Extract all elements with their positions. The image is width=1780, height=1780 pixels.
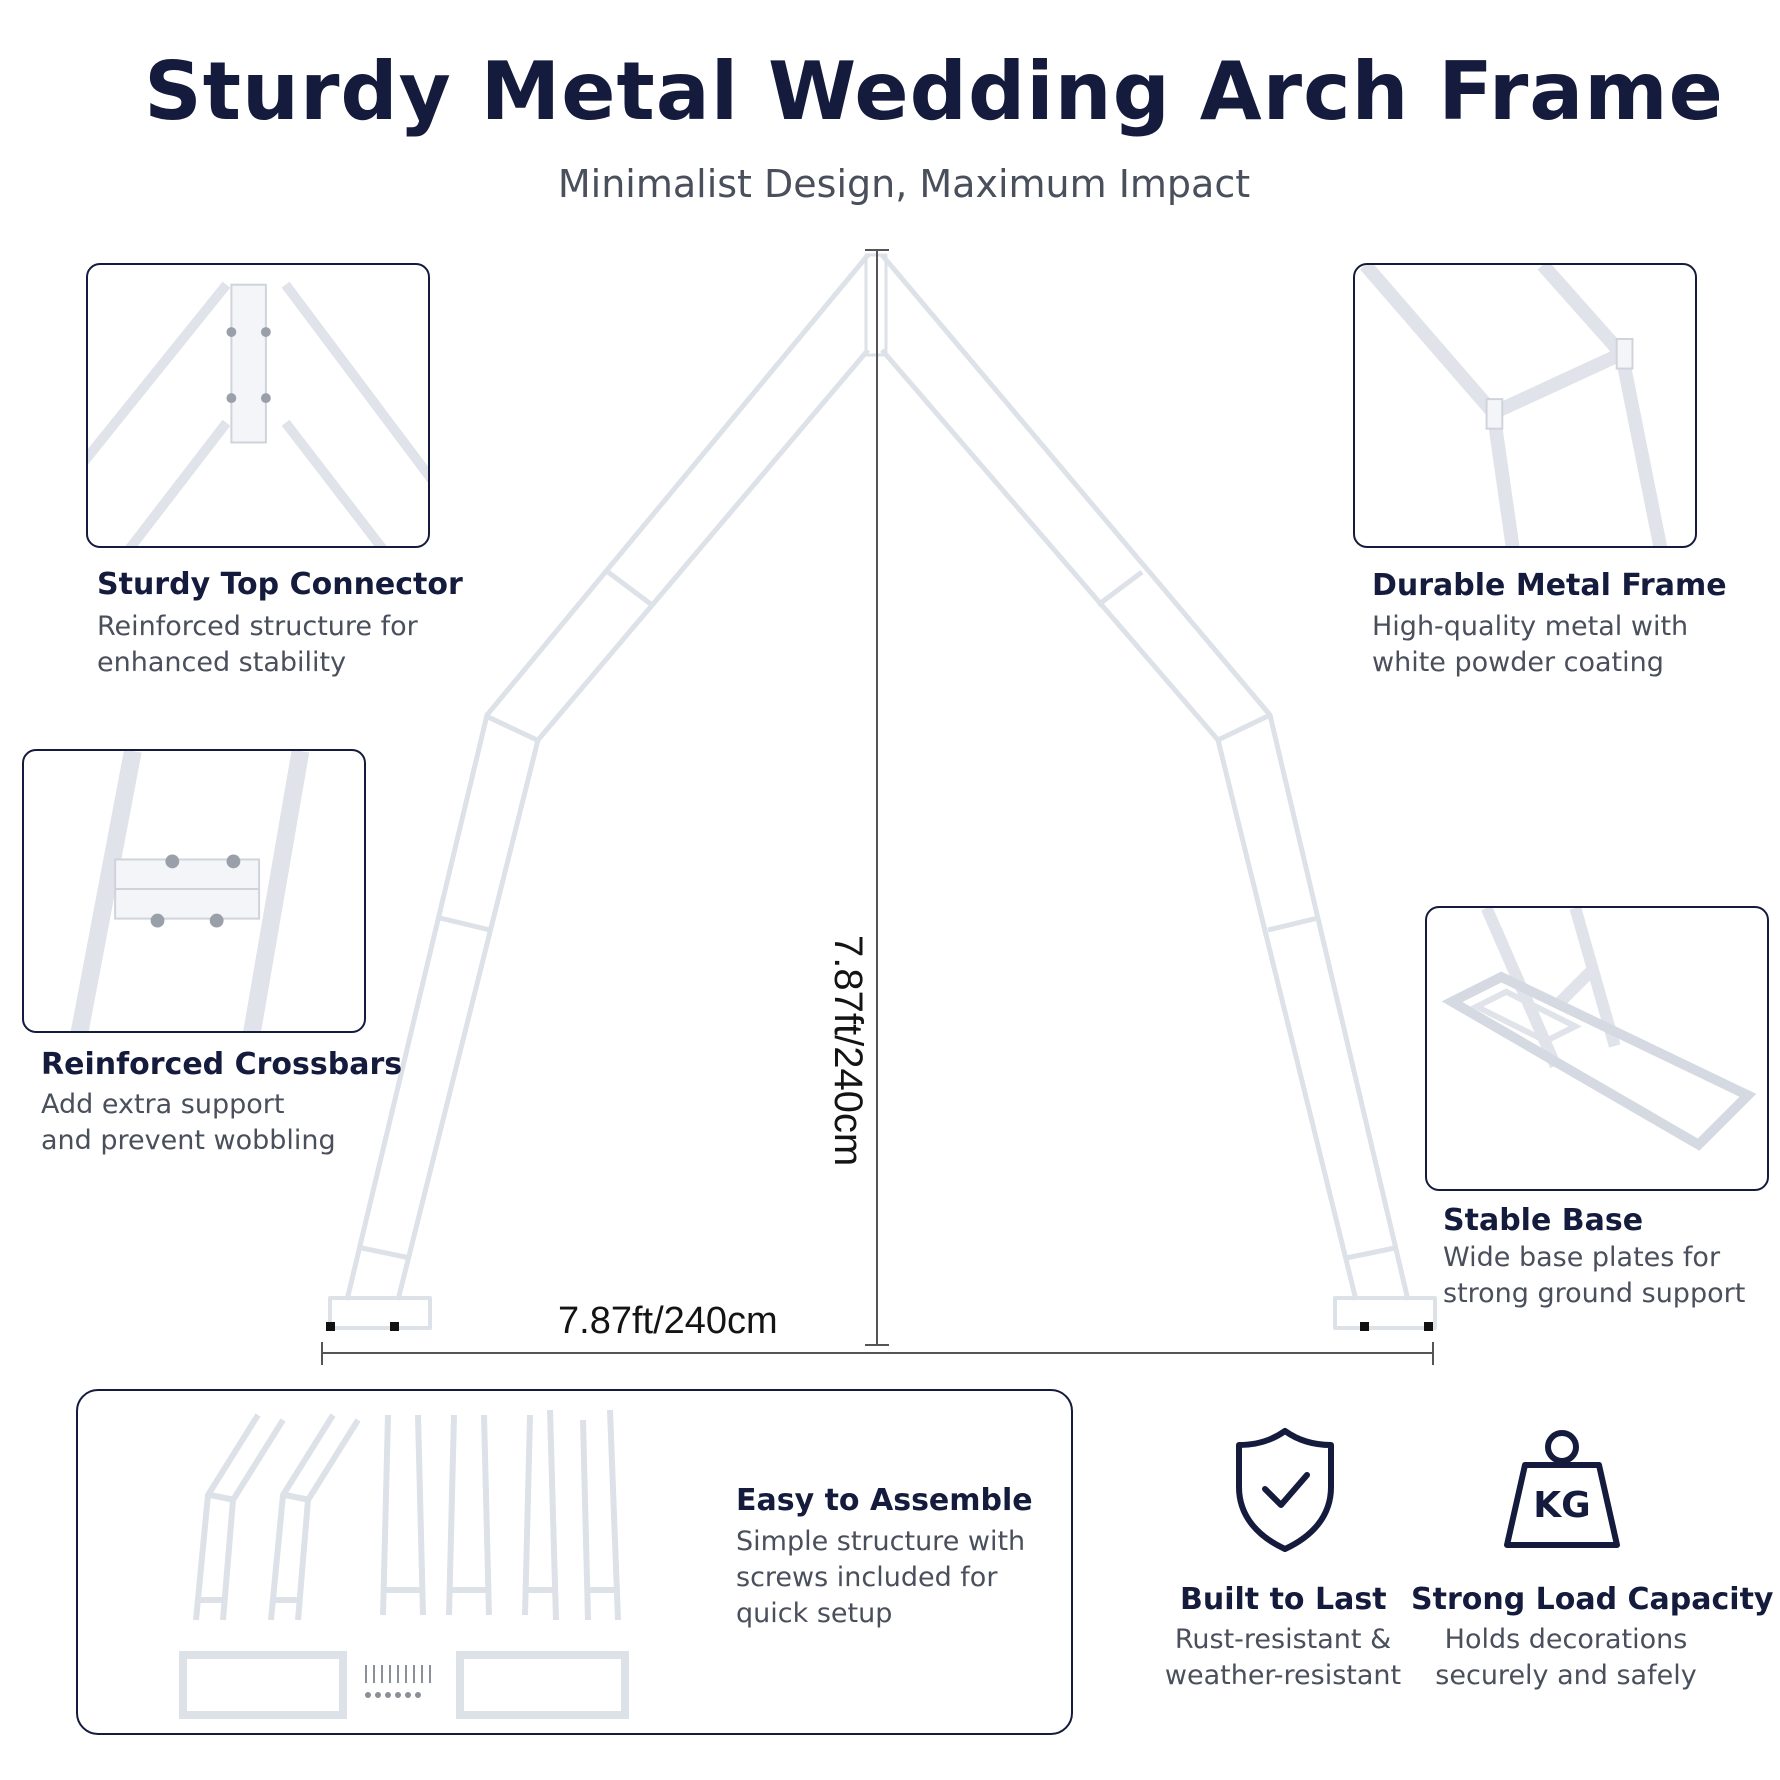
crossbars-image — [22, 749, 366, 1033]
kg-weight-icon: KG — [1501, 1427, 1623, 1555]
top-connector-image — [86, 263, 430, 548]
feature-desc-load-capacity: Holds decorations securely and safely — [1435, 1624, 1697, 1691]
assembly-parts-illustration — [179, 1409, 629, 1719]
shield-check-icon — [1236, 1428, 1334, 1552]
page-subtitle: Minimalist Design, Maximum Impact — [557, 162, 1251, 206]
top-connector-illustration — [88, 281, 428, 546]
feature-title-assemble: Easy to Assemble — [736, 1483, 1033, 1518]
page-title: Sturdy Metal Wedding Arch Frame — [144, 45, 1724, 138]
feature-desc-built-to-last: Rust-resistant & weather-resistant — [1164, 1624, 1402, 1691]
width-dimension-label: 7.87ft/240cm — [558, 1300, 778, 1342]
height-dimension-label: 7.87ft/240cm — [826, 935, 870, 1167]
feature-title-metal-frame: Durable Metal Frame — [1372, 568, 1727, 603]
feature-desc-stable-base: Wide base plates for strong ground suppo… — [1443, 1242, 1746, 1309]
kg-icon-label: KG — [1533, 1485, 1591, 1526]
feature-title-load-capacity: Strong Load Capacity — [1411, 1582, 1774, 1617]
feature-title-stable-base: Stable Base — [1443, 1203, 1644, 1238]
crossbars-illustration — [70, 751, 310, 1031]
feature-desc-crossbars: Add extra support and prevent wobbling — [41, 1089, 336, 1156]
feature-title-top-connector: Sturdy Top Connector — [97, 567, 463, 602]
metal-frame-image — [1353, 263, 1697, 548]
stable-base-illustration — [1441, 908, 1757, 1151]
metal-frame-illustration — [1360, 265, 1668, 546]
feature-desc-top-connector: Reinforced structure for enhanced stabil… — [97, 611, 418, 678]
assemble-section: Easy to Assemble Simple structure with s… — [76, 1389, 1073, 1735]
feature-desc-assemble: Simple structure with screws included fo… — [736, 1526, 1026, 1629]
feature-title-crossbars: Reinforced Crossbars — [41, 1047, 403, 1082]
feature-desc-metal-frame: High-quality metal with white powder coa… — [1372, 611, 1689, 678]
stable-base-image — [1425, 906, 1769, 1191]
feature-title-built-to-last: Built to Last — [1180, 1582, 1387, 1617]
